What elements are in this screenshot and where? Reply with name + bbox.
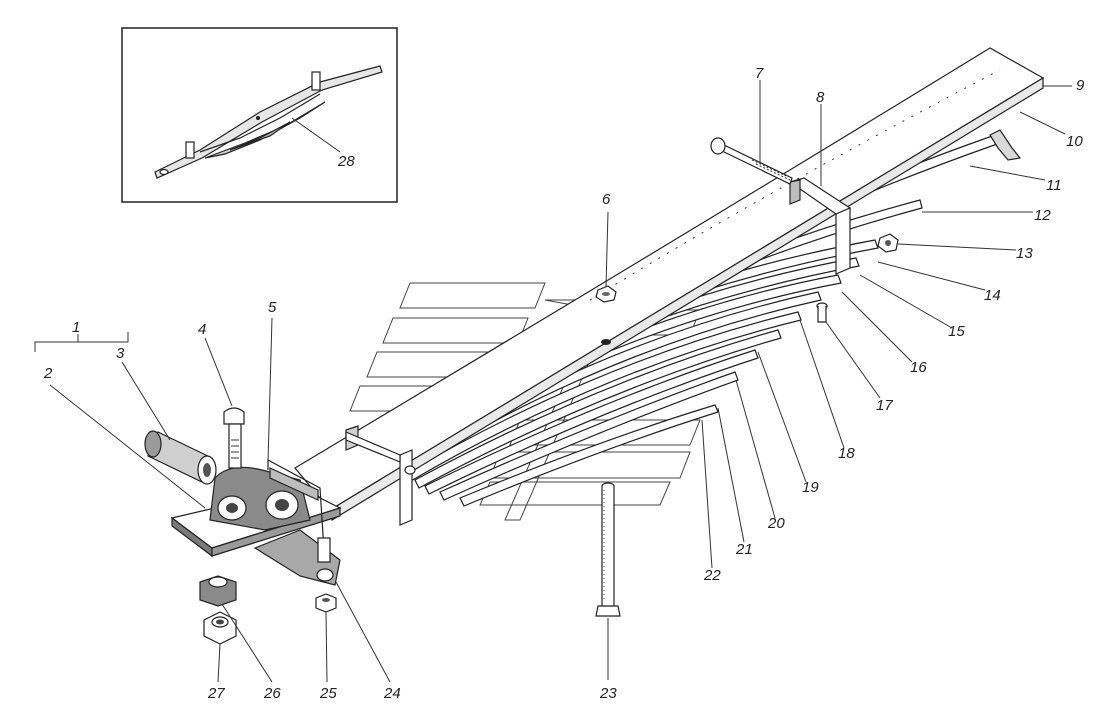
nut-26: [199, 575, 237, 607]
label-17: 17: [876, 397, 893, 414]
label-9: 9: [1076, 77, 1085, 94]
main-leaf-9: [294, 47, 1045, 511]
bush-3: [144, 430, 217, 485]
leaf-20: [424, 349, 759, 495]
label-25: 25: [319, 685, 337, 702]
nut-13: [877, 233, 899, 253]
front-bracket-assembly: [170, 458, 342, 586]
label-26: 26: [263, 685, 281, 702]
label-20: 20: [767, 515, 785, 532]
pin-17: [816, 302, 828, 323]
nut-6: [595, 285, 617, 303]
label-5: 5: [268, 299, 277, 316]
front-clamp: [345, 425, 416, 526]
label-19: 19: [802, 479, 819, 496]
leaf-19: [414, 329, 782, 489]
leaf-22: [459, 404, 719, 507]
label-24: 24: [383, 685, 401, 702]
label-15: 15: [948, 323, 965, 340]
center-bolt-23: [595, 482, 621, 617]
inset-spring-assembly: [154, 65, 383, 179]
label-28: 28: [337, 153, 355, 170]
label-23: 23: [599, 685, 617, 702]
label-27: 27: [207, 685, 225, 702]
center-bolt-hole: [601, 339, 611, 345]
label-7: 7: [755, 65, 764, 82]
label-13: 13: [1016, 245, 1033, 262]
label-4: 4: [198, 321, 206, 338]
clamp-bolt-7: [710, 137, 793, 185]
rear-clamp: [788, 177, 852, 275]
leaf-21: [439, 371, 739, 501]
leaf-18: [404, 311, 802, 483]
callout-labels: 1 2 3 4 5 6 7 8 9 10 11 12 13 14 15 16 1…: [43, 65, 1085, 702]
label-22: 22: [703, 567, 721, 584]
label-21: 21: [735, 541, 753, 558]
rebound-hook: [989, 129, 1022, 161]
label-8: 8: [816, 89, 825, 106]
label-16: 16: [910, 359, 927, 376]
label-18: 18: [838, 445, 855, 462]
label-6: 6: [602, 191, 611, 208]
label-1: 1: [72, 319, 80, 336]
label-10: 10: [1066, 133, 1083, 150]
label-14: 14: [984, 287, 1001, 304]
nut-25: [315, 593, 337, 613]
nut-27: [203, 611, 237, 645]
leaf-spring-pack: [294, 47, 1045, 521]
label-12: 12: [1034, 207, 1051, 224]
main-leaf-10-edge: [329, 76, 1044, 521]
leader-lines: [34, 80, 1072, 683]
inset-assembly-view: [121, 27, 398, 203]
label-11: 11: [1046, 177, 1062, 194]
u-bolt-5: [267, 458, 325, 551]
bolt-4: [223, 407, 245, 469]
label-2: 2: [43, 365, 53, 382]
label-3: 3: [116, 345, 125, 362]
